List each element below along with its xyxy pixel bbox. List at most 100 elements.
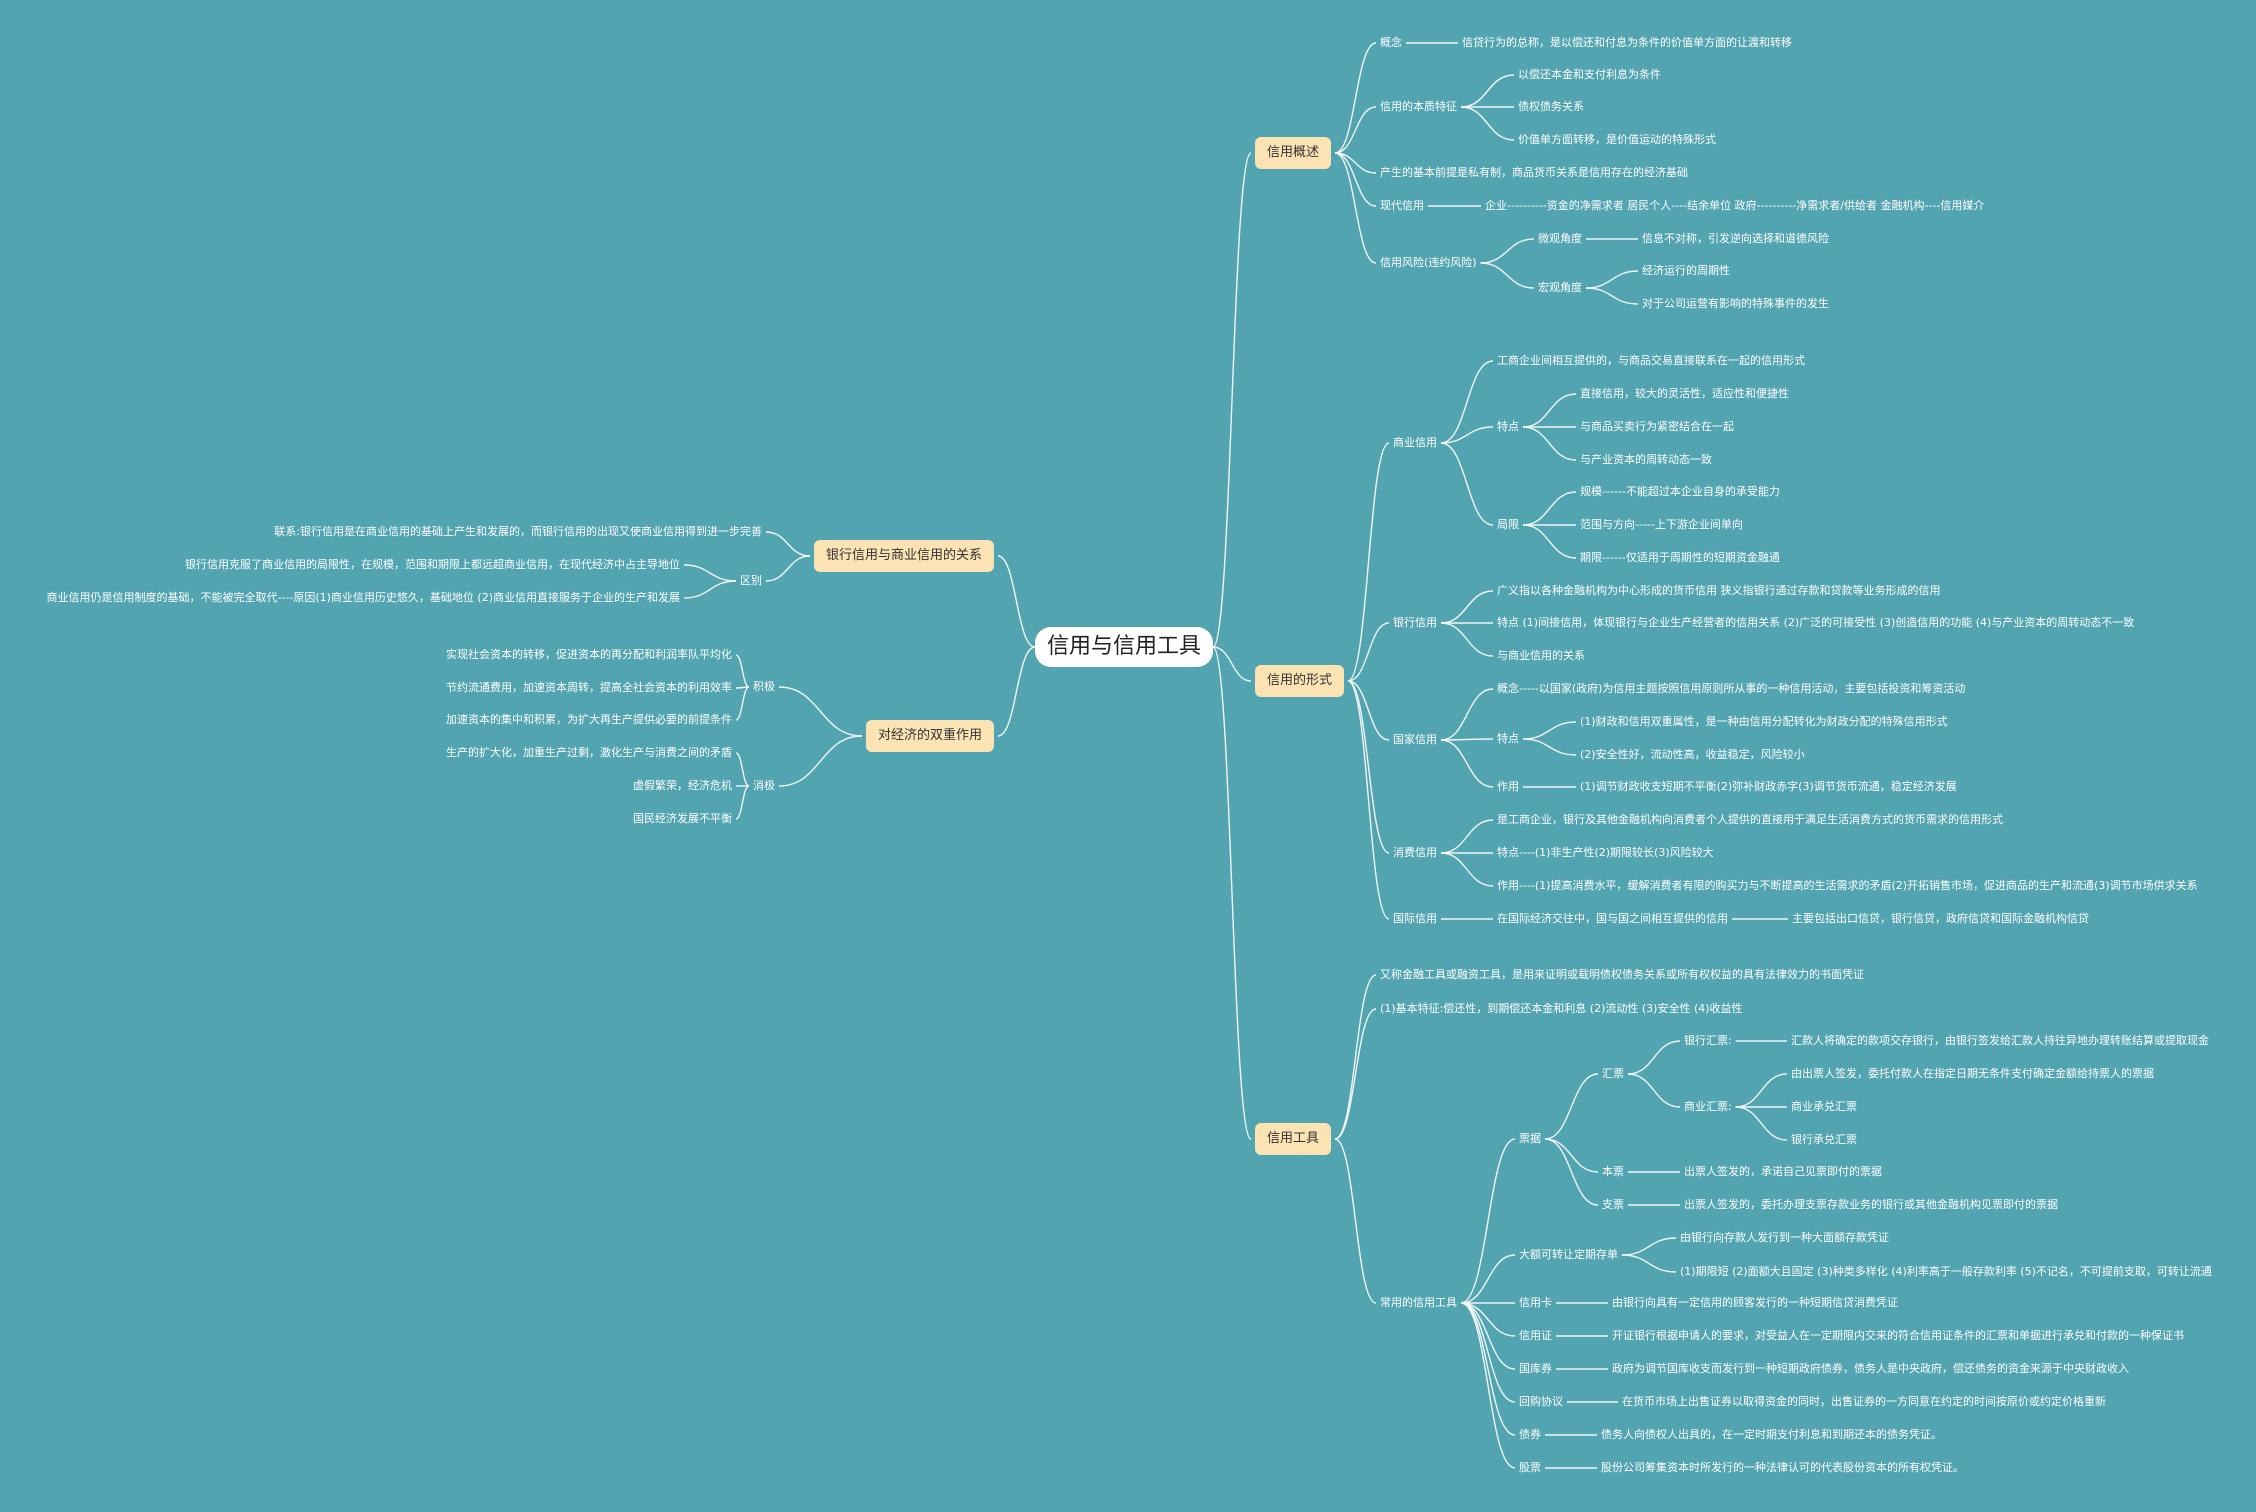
subtopic-d1a[interactable]: 实现社会资本的转移，促进资本的再分配和利润率队平均化 (446, 648, 732, 661)
connector-line-57 (1544, 1138, 1599, 1173)
subtopic-r2a[interactable]: 银行信用克服了商业信用的局限性，在规模，范围和期限上都远超商业信用，在现代经济中… (185, 558, 680, 571)
subtopic-f1b1[interactable]: 直接信用，较大的灵活性，适应性和便捷性 (1580, 387, 1789, 400)
subtopic-t3a1b[interactable]: 商业汇票: (1684, 1100, 1732, 1113)
connector-line-19 (1440, 426, 1494, 444)
subtopic-ov2b[interactable]: 债权债务关系 (1518, 100, 1584, 113)
connector-line-17 (1347, 442, 1390, 682)
subtopic-r1[interactable]: 联系:银行信用是在商业信用的基础上产生和发展的，而银行信用的出现又使商业信用得到… (274, 525, 762, 538)
subtopic-ov5a[interactable]: 微观角度 (1538, 232, 1582, 245)
subtopic-t3d[interactable]: 信用证 (1519, 1329, 1552, 1342)
subtopic-t1[interactable]: 又称金融工具或融资工具，是用来证明或载明债权债务关系或所有权权益的具有法律效力的… (1380, 968, 1864, 981)
subtopic-f2[interactable]: 银行信用 (1393, 616, 1437, 629)
main-topic-dual[interactable]: 对经济的双重作用 (865, 720, 994, 752)
connector-line-53 (1627, 1073, 1681, 1108)
subtopic-t3a3a[interactable]: 出票人签发的，委托办理支票存款业务的银行或其他金融机构见票即付的票据 (1684, 1198, 2058, 1211)
subtopic-f3c1[interactable]: (1)调节财政收支短期不平衡(2)弥补财政赤字(3)调节货币流通，稳定经济发展 (1580, 780, 1957, 793)
subtopic-ov1[interactable]: 概念 (1380, 36, 1402, 49)
subtopic-f1a[interactable]: 工商企业间相互提供的，与商品交易直接联系在一起的信用形式 (1497, 354, 1805, 367)
subtopic-ov4a[interactable]: 企业----------资金的净需求者 居民个人----结余单位 政府-----… (1485, 199, 1985, 212)
subtopic-f1c[interactable]: 局限 (1497, 518, 1519, 531)
subtopic-f3b2[interactable]: (2)安全性好，流动性高，收益稳定，风险较小 (1580, 748, 1805, 761)
subtopic-d2[interactable]: 消极 (753, 779, 775, 792)
subtopic-d1b[interactable]: 节约流通费用，加速资本周转，提高全社会资本的利用效率 (446, 681, 732, 694)
subtopic-f3a[interactable]: 概念-----以国家(政府)为信用主题按照信用原则所从事的一种信用活动，主要包括… (1497, 682, 1966, 695)
subtopic-f2b[interactable]: 特点 (1)间接信用，体现银行与企业生产经营者的信用关系 (2)广泛的可接受性 … (1497, 616, 2135, 629)
main-topic-overview[interactable]: 信用概述 (1255, 137, 1332, 169)
subtopic-ov3[interactable]: 产生的基本前提是私有制，商品货币关系是信用存在的经济基础 (1380, 166, 1688, 179)
subtopic-f3b1[interactable]: (1)财政和信用双重属性，是一种由信用分配转化为财政分配的特殊信用形式 (1580, 715, 1948, 728)
subtopic-d1[interactable]: 积极 (753, 680, 775, 693)
subtopic-f3c[interactable]: 作用 (1497, 780, 1519, 793)
subtopic-t3c[interactable]: 信用卡 (1519, 1296, 1552, 1309)
subtopic-t3a2[interactable]: 本票 (1602, 1165, 1624, 1178)
subtopic-t3b2[interactable]: (1)期限短 (2)面额大且固定 (3)种类多样化 (4)利率高于一般存款利率 … (1680, 1265, 2212, 1278)
subtopic-t3b1[interactable]: 由银行向存款人发行到一种大面额存款凭证 (1680, 1231, 1889, 1244)
subtopic-ov5b1[interactable]: 经济运行的周期性 (1642, 264, 1730, 277)
subtopic-f2c[interactable]: 与商业信用的关系 (1497, 649, 1585, 662)
main-topic-tools[interactable]: 信用工具 (1255, 1123, 1332, 1155)
subtopic-t3a[interactable]: 票据 (1519, 1132, 1541, 1145)
main-topic-forms[interactable]: 信用的形式 (1255, 665, 1345, 697)
subtopic-t3h[interactable]: 股票 (1519, 1461, 1541, 1474)
subtopic-t3b[interactable]: 大额可转让定期存单 (1519, 1248, 1618, 1261)
subtopic-t3h1[interactable]: 股份公司筹集资本时所发行的一种法律认可的代表股份资本的所有权凭证。 (1601, 1461, 1964, 1474)
central-topic[interactable]: 信用与信用工具 (1035, 627, 1213, 667)
subtopic-t3a1b3[interactable]: 银行承兑汇票 (1791, 1133, 1857, 1146)
subtopic-f1c1[interactable]: 规模------不能超过本企业自身的承受能力 (1580, 485, 1780, 498)
subtopic-t3a1b2[interactable]: 商业承兑汇票 (1791, 1100, 1857, 1113)
subtopic-ov5b[interactable]: 宏观角度 (1538, 281, 1582, 294)
subtopic-t3a2a[interactable]: 出票人签发的，承诺自己见票即付的票据 (1684, 1165, 1882, 1178)
subtopic-t3a1b1[interactable]: 由出票人签发，委托付款人在指定日期无条件支付确定金额给持票人的票据 (1791, 1067, 2154, 1080)
connector-line-49 (1460, 1138, 1516, 1304)
subtopic-t3f[interactable]: 回购协议 (1519, 1395, 1563, 1408)
subtopic-f5a1[interactable]: 主要包括出口信贷，银行信贷，政府信贷和国际金融机构信贷 (1792, 912, 2089, 925)
subtopic-f2a[interactable]: 广义指以各种金融机构为中心形成的货币信用 狭义指银行通过存款和贷款等业务形成的信… (1497, 584, 1941, 597)
subtopic-t3a1a1[interactable]: 汇款人将确定的款项交存银行，由银行签发给汇款人持往异地办理转账结算或提取现金 (1791, 1034, 2209, 1047)
subtopic-ov5b2[interactable]: 对于公司运营有影响的特殊事件的发生 (1642, 297, 1829, 310)
subtopic-d1c[interactable]: 加速资本的集中和积累，为扩大再生产提供必要的前提条件 (446, 713, 732, 726)
subtopic-t3f1[interactable]: 在货币市场上出售证券以取得资金的同时，出售证券的一方同意在约定的时间按原价或约定… (1622, 1395, 2106, 1408)
subtopic-f1c2[interactable]: 范围与方向-----上下游企业间单向 (1580, 518, 1743, 531)
subtopic-f4c[interactable]: 作用----(1)提高消费水平，缓解消费者有限的购买力与不断提高的生活需求的矛盾… (1497, 879, 2198, 892)
subtopic-t3a1[interactable]: 汇票 (1602, 1067, 1624, 1080)
subtopic-t3e1[interactable]: 政府为调节国库收支而发行到一种短期政府债券，债务人是中央政府，偿还债务的资金来源… (1612, 1362, 2129, 1375)
subtopic-t3a1a[interactable]: 银行汇票: (1684, 1034, 1732, 1047)
subtopic-ov4[interactable]: 现代信用 (1380, 199, 1424, 212)
subtopic-ov1a[interactable]: 信贷行为的总称，是以偿还和付息为条件的价值单方面的让渡和转移 (1462, 36, 1792, 49)
subtopic-d2c[interactable]: 国民经济发展不平衡 (633, 812, 732, 825)
subtopic-t3d1[interactable]: 开证银行根据申请人的要求，对受益人在一定期限内交来的符合信用证条件的汇票和单据进… (1612, 1329, 2184, 1342)
subtopic-t3c1[interactable]: 由银行向具有一定信用的顾客发行的一种短期信贷消费凭证 (1612, 1296, 1898, 1309)
subtopic-ov2c[interactable]: 价值单方面转移，是价值运动的特殊形式 (1518, 133, 1716, 146)
connector-line-59 (1544, 1138, 1599, 1206)
subtopic-t3[interactable]: 常用的信用工具 (1380, 1296, 1457, 1309)
subtopic-f1b2[interactable]: 与商品买卖行为紧密结合在一起 (1580, 420, 1734, 433)
subtopic-r2b[interactable]: 商业信用仍是信用制度的基础，不能被完全取代----原因(1)商业信用历史悠久，基… (46, 591, 680, 604)
subtopic-d2a[interactable]: 生产的扩大化，加重生产过剩，激化生产与消费之间的矛盾 (446, 746, 732, 759)
main-topic-relation[interactable]: 银行信用与商业信用的关系 (813, 540, 994, 572)
connector-line-38 (1347, 680, 1390, 854)
subtopic-ov5a1[interactable]: 信息不对称，引发逆向选择和道德风险 (1642, 232, 1829, 245)
subtopic-d2b[interactable]: 虚假繁荣，经济危机 (633, 779, 732, 792)
subtopic-f1b3[interactable]: 与产业资本的周转动态一致 (1580, 453, 1712, 466)
connector-line-51 (1627, 1040, 1681, 1075)
subtopic-r2[interactable]: 区别 (740, 574, 762, 587)
subtopic-f3[interactable]: 国家信用 (1393, 733, 1437, 746)
subtopic-ov2[interactable]: 信用的本质特征 (1380, 100, 1457, 113)
subtopic-t2[interactable]: (1)基本特征:偿还性，到期偿还本金和利息 (2)流动性 (3)安全性 (4)收… (1380, 1002, 1743, 1015)
subtopic-f4[interactable]: 消费信用 (1393, 846, 1437, 859)
subtopic-ov5[interactable]: 信用风险(违约风险) (1380, 256, 1477, 269)
subtopic-f5[interactable]: 国际信用 (1393, 912, 1437, 925)
subtopic-f5a[interactable]: 在国际经济交往中，国与国之间相互提供的信用 (1497, 912, 1728, 925)
subtopic-f4b[interactable]: 特点----(1)非生产性(2)期限较长(3)风险较大 (1497, 846, 1714, 859)
subtopic-f1[interactable]: 商业信用 (1393, 436, 1437, 449)
subtopic-t3g[interactable]: 债券 (1519, 1428, 1541, 1441)
subtopic-ov2a[interactable]: 以偿还本金和支付利息为条件 (1518, 68, 1661, 81)
connector-line-41 (1440, 852, 1494, 887)
subtopic-f1b[interactable]: 特点 (1497, 420, 1519, 433)
subtopic-t3g1[interactable]: 债务人向债权人出具的，在一定时期支付利息和到期还本的债务凭证。 (1601, 1428, 1942, 1441)
subtopic-f3b[interactable]: 特点 (1497, 732, 1519, 745)
subtopic-f1c3[interactable]: 期限------仅适用于周期性的短期资金融通 (1580, 551, 1780, 564)
subtopic-t3a3[interactable]: 支票 (1602, 1198, 1624, 1211)
subtopic-t3e[interactable]: 国库券 (1519, 1362, 1552, 1375)
subtopic-f4a[interactable]: 是工商企业，银行及其他金融机构向消费者个人提供的直接用于满足生活消费方式的货币需… (1497, 813, 2003, 826)
